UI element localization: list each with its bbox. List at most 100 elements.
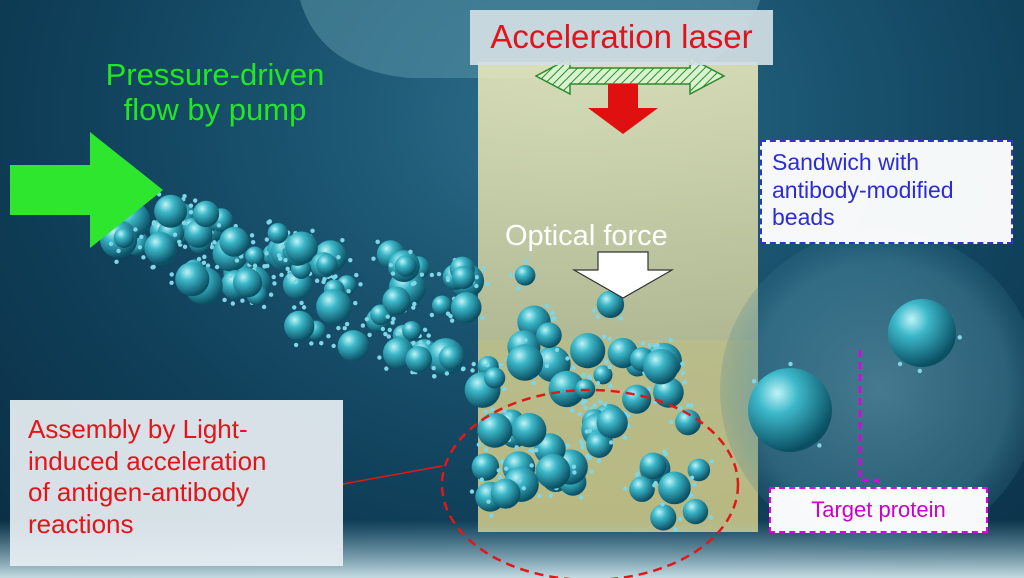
antibody: [385, 314, 390, 319]
antibody: [607, 336, 612, 342]
magnifier-circle: [720, 230, 1024, 550]
bead: [175, 261, 210, 297]
antibody: [572, 470, 577, 475]
antibody: [548, 493, 554, 498]
antibody: [346, 288, 351, 294]
antibody: [583, 405, 588, 410]
antibody: [517, 478, 522, 483]
pressure-flow-label: Pressure-driven flow by pump: [105, 57, 325, 127]
bead: [154, 194, 188, 228]
antibody: [429, 272, 435, 278]
antibody: [188, 210, 194, 215]
antibody: [181, 220, 187, 226]
antibody: [598, 399, 603, 404]
antibody: [276, 253, 282, 258]
antibody: [139, 234, 144, 240]
antibody: [286, 273, 292, 279]
antibody: [249, 233, 255, 238]
antibody: [514, 445, 519, 450]
bead: [402, 321, 422, 341]
antibody: [301, 305, 307, 310]
antibody: [264, 237, 270, 242]
antibody: [534, 447, 539, 453]
antibody: [412, 280, 417, 286]
bead: [514, 264, 536, 286]
bead: [687, 458, 711, 482]
antibody: [554, 347, 560, 353]
bead: [622, 384, 652, 414]
antibody: [585, 453, 590, 459]
bead: [643, 348, 679, 385]
antibody: [212, 240, 217, 245]
antibody: [580, 400, 586, 405]
sandwich-text: Sandwich with antibody-modified beads: [772, 149, 954, 231]
antibody: [523, 258, 529, 264]
bead: [450, 292, 482, 323]
antibody: [595, 314, 600, 319]
antibody: [682, 379, 687, 385]
antibody: [391, 316, 396, 322]
antibody: [182, 194, 187, 199]
acceleration-laser-label: Acceleration laser: [470, 10, 773, 65]
antibody: [429, 312, 435, 318]
antibody: [481, 266, 486, 271]
antibody: [388, 262, 394, 268]
antibody: [364, 317, 370, 322]
antibody: [788, 361, 793, 367]
antibody: [169, 280, 174, 286]
antibody: [474, 275, 479, 280]
antibody: [151, 264, 156, 270]
antibody: [498, 362, 503, 367]
green-right-arrow-icon: [10, 132, 163, 248]
antibody: [689, 403, 694, 408]
bead: [471, 453, 500, 481]
antibody: [268, 292, 274, 297]
antibody: [326, 333, 331, 339]
antibody: [133, 227, 138, 232]
antibody: [411, 305, 416, 310]
antibody: [285, 266, 290, 271]
bead: [675, 409, 701, 436]
antibody: [489, 513, 494, 518]
antibody: [319, 340, 324, 346]
antibody: [390, 320, 395, 325]
antibody: [660, 502, 665, 507]
antibody: [508, 272, 514, 278]
antibody: [309, 341, 314, 346]
antibody: [228, 273, 233, 279]
antibody: [602, 402, 608, 407]
antibody: [412, 301, 417, 307]
antibody: [652, 343, 658, 348]
antibody: [678, 516, 683, 522]
antibody: [336, 255, 341, 260]
antibody: [680, 370, 685, 375]
antibody: [384, 366, 389, 371]
antibody: [383, 331, 388, 337]
bead: [245, 246, 265, 266]
antibody: [444, 371, 450, 376]
antibody: [569, 408, 575, 413]
antibody: [408, 249, 413, 255]
antibody: [431, 373, 437, 379]
bead: [382, 286, 411, 315]
antibody: [592, 402, 597, 408]
antibody: [957, 335, 962, 340]
bead: [477, 412, 513, 448]
antibody: [626, 413, 631, 418]
antibody: [280, 244, 285, 249]
antibody: [622, 435, 628, 440]
antibody: [431, 365, 436, 371]
antibody: [618, 316, 624, 321]
antibody: [544, 363, 550, 369]
antibody: [205, 263, 211, 268]
bead: [431, 295, 452, 316]
antibody: [116, 248, 121, 254]
antibody: [521, 486, 526, 491]
antibody: [234, 258, 240, 263]
antibody: [252, 263, 258, 268]
antibody: [507, 412, 512, 417]
antibody: [476, 442, 482, 447]
bead: [653, 377, 684, 408]
bead: [511, 412, 547, 448]
antibody: [230, 301, 236, 306]
